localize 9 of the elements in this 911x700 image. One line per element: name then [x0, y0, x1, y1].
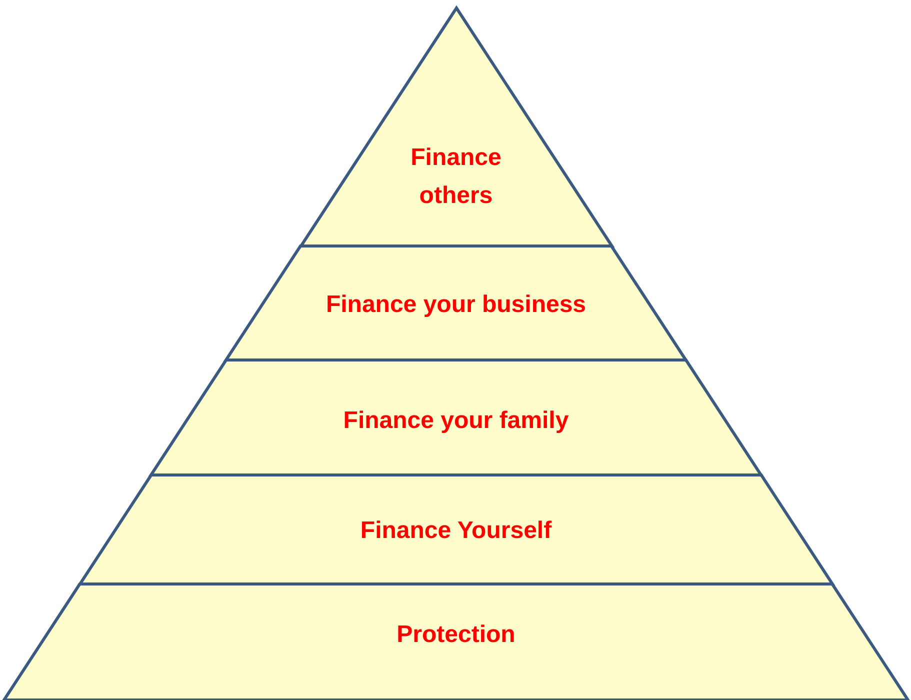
tier-label: Protection: [396, 620, 516, 650]
tier-label: Finance your business: [326, 290, 586, 320]
tier-label: Finance Yourself: [360, 516, 552, 546]
pyramid-tier: [4, 584, 908, 700]
tier-label: Finance others: [410, 143, 502, 211]
pyramid-tier: [226, 246, 686, 360]
pyramid-tier: [150, 360, 762, 475]
tier-label: Finance your family: [343, 406, 569, 436]
pyramid-tier: [80, 475, 832, 584]
